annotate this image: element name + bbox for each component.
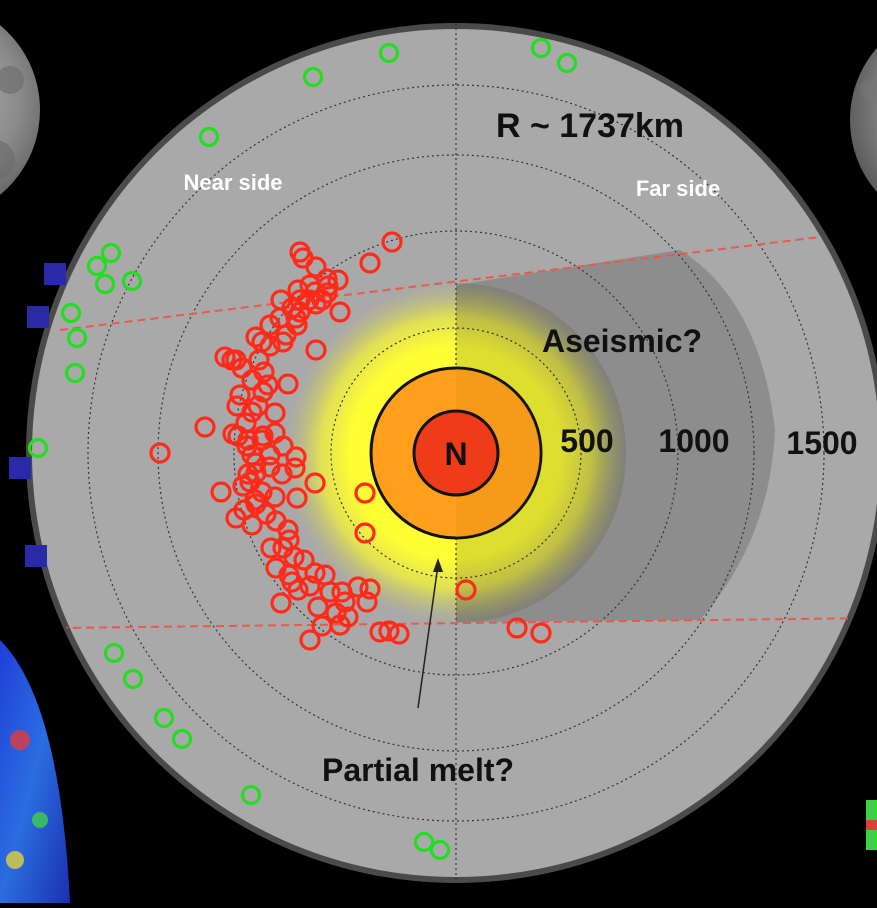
core-label: N — [444, 436, 467, 472]
shallow-event-marker — [378, 42, 400, 64]
deep-moonquake-marker — [194, 416, 216, 438]
shallow-event-marker — [556, 52, 578, 74]
deep-moonquake-marker — [329, 301, 351, 323]
shallow-event-marker — [27, 437, 49, 459]
seismic-station-marker — [9, 457, 31, 479]
deep-moonquake-marker — [305, 256, 327, 278]
deep-moonquake-marker — [229, 384, 251, 406]
deep-moonquake-marker — [257, 374, 279, 396]
topography-map-image — [0, 640, 877, 903]
deep-moonquake-marker — [455, 579, 477, 601]
deep-moonquake-marker — [506, 617, 528, 639]
deep-moonquake-marker — [149, 442, 171, 464]
deep-moonquake-marker — [354, 482, 376, 504]
shallow-event-marker — [60, 302, 82, 324]
shallow-event-marker — [530, 37, 552, 59]
aseismic-label: Aseismic? — [542, 323, 702, 359]
deep-moonquake-marker — [278, 529, 300, 551]
deep-moonquake-marker — [264, 402, 286, 424]
deep-moonquake-marker — [277, 373, 299, 395]
deep-moonquake-marker — [304, 562, 326, 584]
event-markers — [9, 37, 578, 861]
deep-moonquake-marker — [314, 564, 336, 586]
deep-moonquake-marker — [325, 602, 347, 624]
shallow-event-marker — [86, 255, 108, 277]
deep-moonquake-marker — [359, 252, 381, 274]
deep-moonquake-marker — [293, 549, 315, 571]
shallow-event-marker — [171, 728, 193, 750]
seismic-station-marker — [27, 306, 49, 328]
deep-moonquake-marker — [530, 622, 552, 644]
deep-moonquake-marker — [305, 339, 327, 361]
deep-moonquake-marker — [299, 575, 321, 597]
shallow-event-marker — [100, 242, 122, 264]
shallow-event-marker — [66, 327, 88, 349]
deep-moonquake-marker — [241, 514, 263, 536]
deep-moonquake-marker — [287, 579, 309, 601]
deep-moonquake-marker — [272, 331, 294, 353]
shallow-event-marker — [94, 273, 116, 295]
shallow-event-marker — [103, 642, 125, 664]
depth-tick-1000: 1000 — [658, 423, 729, 459]
seismic-station-marker — [44, 263, 66, 285]
deep-moonquake-marker — [304, 472, 326, 494]
far-side-label: Far side — [636, 176, 720, 201]
deep-moonquake-marker — [278, 564, 300, 586]
deep-moonquake-marker — [347, 576, 369, 598]
deep-moonquake-marker — [241, 401, 263, 423]
shallow-event-marker — [302, 66, 324, 88]
partial-melt-label: Partial melt? — [322, 752, 514, 788]
radius-label: R ~ 1737km — [496, 107, 684, 145]
deep-moonquake-marker — [304, 281, 326, 303]
deep-moonquake-marker — [285, 446, 307, 468]
partial-melt-arrowhead — [433, 558, 443, 572]
deep-moonquake-marker — [299, 629, 321, 651]
near-side-label: Near side — [183, 170, 282, 195]
partial-melt-arrow — [417, 564, 439, 709]
deep-moonquake-marker — [356, 591, 378, 613]
deep-moonquake-marker — [329, 614, 351, 636]
deep-moonquake-marker — [264, 486, 286, 508]
deep-moonquake-marker — [239, 471, 261, 493]
shallow-event-marker — [413, 831, 435, 853]
deep-moonquake-marker — [247, 395, 269, 417]
deep-moonquake-marker — [260, 537, 282, 559]
deep-moonquake-marker — [378, 620, 400, 642]
deep-moonquake-marker — [210, 481, 232, 503]
deep-moonquake-marker — [231, 357, 253, 379]
deep-moonquake-marker — [259, 314, 281, 336]
shallow-event-marker — [240, 784, 262, 806]
inner-core — [412, 409, 500, 497]
depth-tick-1500: 1500 — [786, 425, 857, 461]
deep-moonquake-marker — [270, 592, 292, 614]
deep-moonquake-marker — [286, 487, 308, 509]
deep-moonquake-marker — [271, 463, 293, 485]
deep-moonquake-marker — [284, 457, 306, 479]
deep-moonquake-marker — [237, 463, 259, 485]
deep-moonquake-marker — [222, 423, 244, 445]
deep-moonquake-marker — [369, 621, 391, 643]
deep-moonquake-marker — [317, 275, 339, 297]
shallow-event-marker — [64, 362, 86, 384]
shallow-event-marker — [153, 707, 175, 729]
deep-moonquake-marker — [381, 231, 403, 253]
depth-tick-500: 500 — [560, 423, 613, 459]
shallow-event-marker — [122, 668, 144, 690]
deep-moonquake-marker — [251, 429, 273, 451]
deep-moonquake-marker — [251, 331, 273, 353]
shallow-event-marker — [198, 126, 220, 148]
deep-moonquake-marker — [359, 578, 381, 600]
seismic-station-marker — [25, 545, 47, 567]
deep-moonquake-marker — [354, 522, 376, 544]
shallow-event-marker — [429, 839, 451, 861]
moon-farside-image — [850, 47, 877, 193]
moon-nearside-image — [0, 25, 40, 195]
deep-moonquake-marker — [307, 596, 329, 618]
shallow-event-marker — [121, 270, 143, 292]
boundary-lines — [59, 236, 877, 629]
